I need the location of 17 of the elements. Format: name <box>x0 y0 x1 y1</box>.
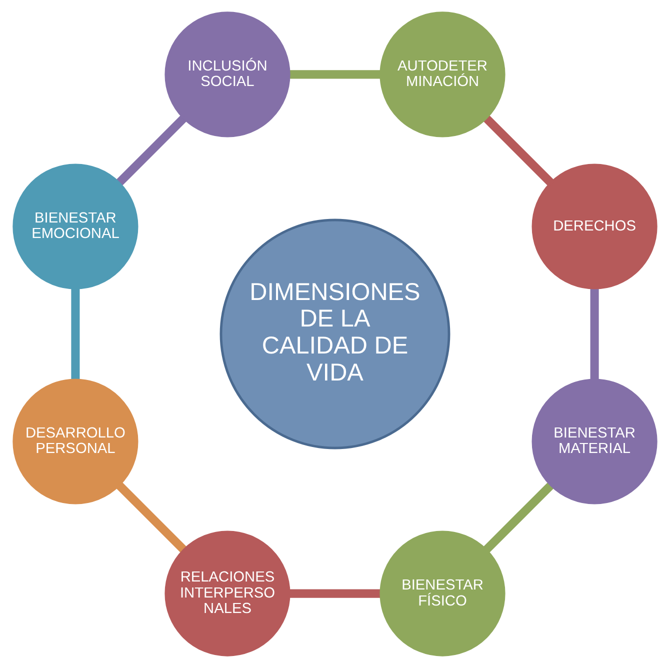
connector <box>483 115 554 186</box>
connector <box>289 589 381 598</box>
connector <box>71 288 80 380</box>
connector <box>590 288 599 380</box>
node-circle: BIENESTAR FÍSICO <box>380 530 506 656</box>
node-circle: INCLUSIÓN SOCIAL <box>164 12 290 138</box>
node-circle: BIENESTAR EMOCIONAL <box>12 164 138 290</box>
node-circle: RELACIONES INTERPERSO NALES <box>164 530 290 656</box>
connector <box>116 115 187 186</box>
connector <box>289 70 381 79</box>
node-circle: DIMENSIONES DE LA CALIDAD DE VIDA <box>220 218 450 450</box>
node-circle: AUTODETER MINACIÓN <box>380 12 506 138</box>
node-circle: DERECHOS <box>532 164 658 290</box>
connector <box>116 482 187 553</box>
node-circle: DESARROLLO PERSONAL <box>12 378 138 504</box>
connector <box>483 482 554 553</box>
node-circle: BIENESTAR MATERIAL <box>532 378 658 504</box>
